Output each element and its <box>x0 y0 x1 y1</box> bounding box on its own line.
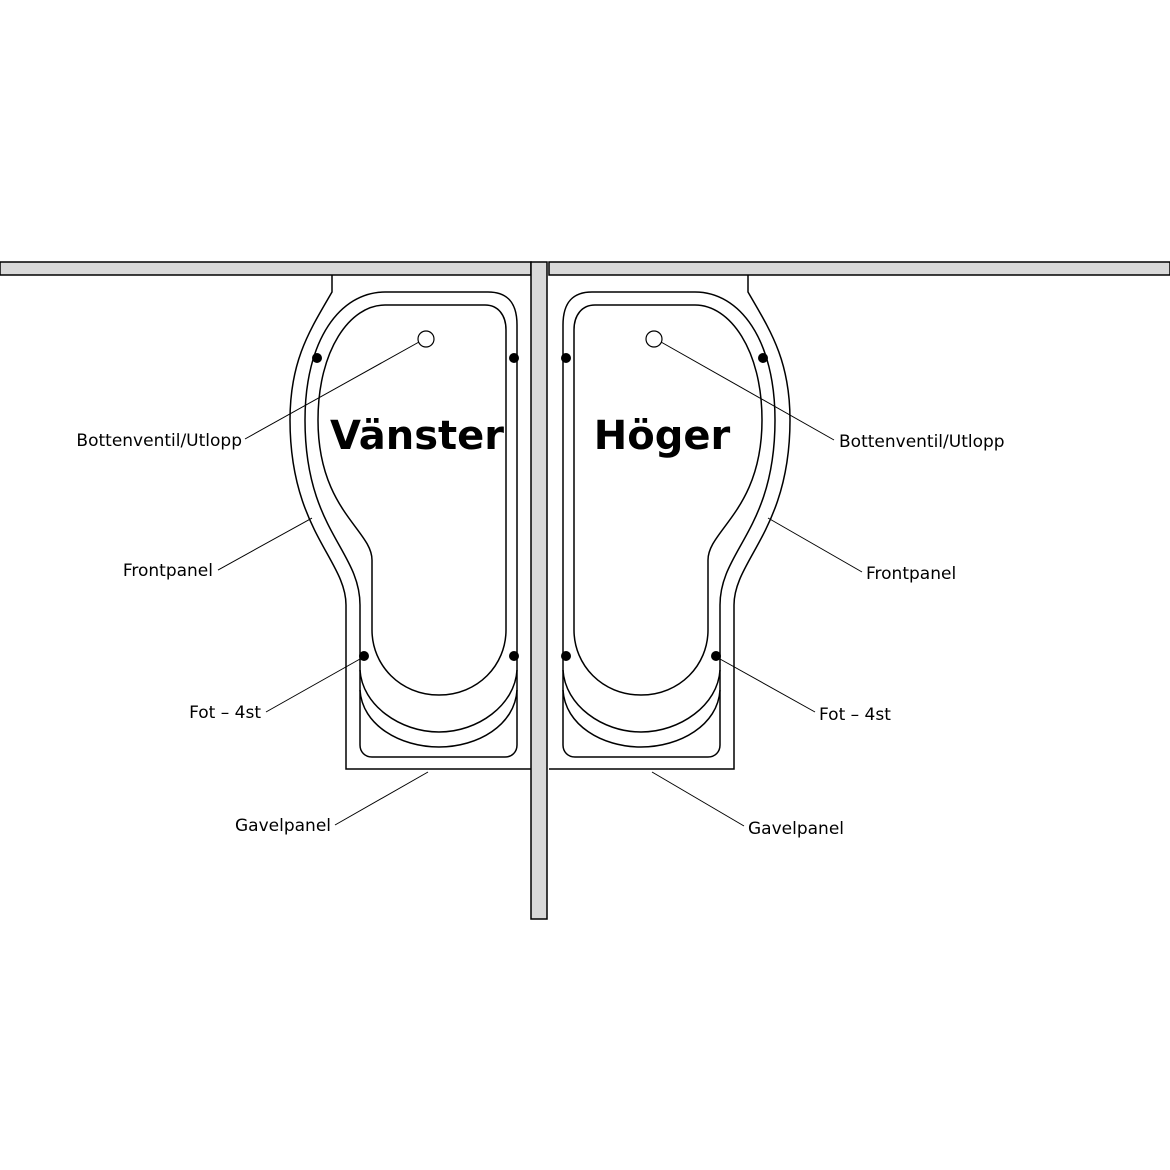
right-tub-foot-3 <box>561 651 571 661</box>
right-tub-foot-2 <box>758 353 768 363</box>
left-drain-label: Bottenventil/Utlopp <box>76 431 242 451</box>
left-tub-foot-1 <box>312 353 322 363</box>
left-front-label: Frontpanel <box>123 561 213 581</box>
walls <box>0 261 1170 920</box>
back-wall-left <box>0 261 532 276</box>
left-tub-foot-4 <box>509 651 519 661</box>
right-front-label: Frontpanel <box>866 564 956 584</box>
right-tub-title: Höger <box>594 413 731 459</box>
right-tub-foot-4 <box>711 651 721 661</box>
left-tub: Vänster Bottenventil/Utlopp Frontpanel F… <box>76 275 531 836</box>
left-front-leader <box>217 517 313 571</box>
right-end-label: Gavelpanel <box>748 819 844 839</box>
right-tub-basin-arc-1 <box>562 669 721 733</box>
left-tub-drain <box>417 330 435 348</box>
left-end-label: Gavelpanel <box>235 816 331 836</box>
right-end-leader <box>651 771 745 827</box>
right-tub: Höger Bottenventil/Utlopp Frontpanel Fot… <box>549 275 1005 839</box>
left-tub-rim-outer <box>304 291 518 758</box>
right-tub-foot-1 <box>561 353 571 363</box>
left-tub-rim-inner <box>317 304 507 696</box>
left-feet-label: Fot – 4st <box>189 703 261 723</box>
left-tub-foot-3 <box>359 651 369 661</box>
divider-wall <box>530 261 548 920</box>
right-tub-rim-outer <box>562 291 776 758</box>
right-tub-rim-inner <box>573 304 763 696</box>
left-tub-foot-2 <box>509 353 519 363</box>
right-tub-panel-outline <box>549 275 791 770</box>
left-tub-basin-arc-2 <box>359 689 518 748</box>
right-drain-leader <box>660 341 835 441</box>
right-feet-label: Fot – 4st <box>819 705 891 725</box>
left-drain-leader <box>244 341 420 440</box>
right-drain-label: Bottenventil/Utlopp <box>839 432 1005 452</box>
left-tub-title: Vänster <box>330 413 504 459</box>
right-feet-leader <box>719 658 816 713</box>
left-tub-basin-arc-1 <box>359 669 518 733</box>
left-end-leader <box>334 771 429 826</box>
right-tub-basin-arc-2 <box>562 689 721 748</box>
right-front-leader <box>767 517 863 573</box>
right-tub-drain <box>645 330 663 348</box>
back-wall-right <box>548 261 1170 276</box>
left-tub-panel-outline <box>289 275 531 770</box>
left-feet-leader <box>265 658 361 713</box>
